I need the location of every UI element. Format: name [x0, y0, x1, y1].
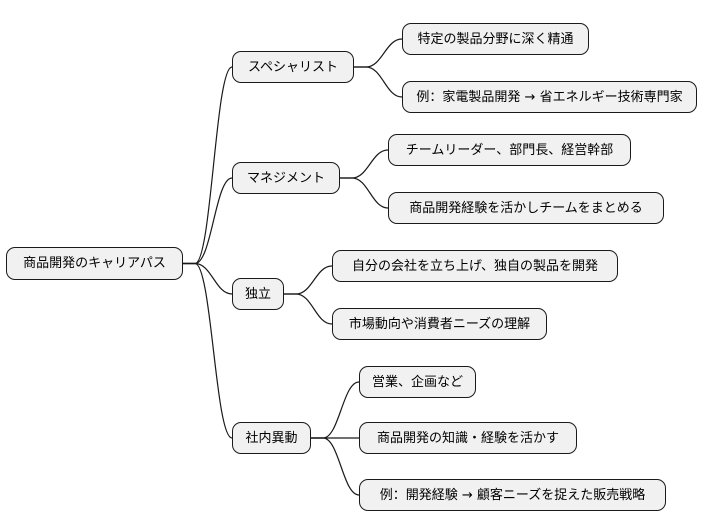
connector-root-to-branch-node-internal-transfer: [183, 262, 233, 439]
connector-branch-node-internal-transfer-to-leaf-node-internal-transfer-3: [311, 437, 360, 496]
leaf-node-internal-transfer-3: 例：開発経験 → 顧客ニーズを捉えた販売戦略: [359, 479, 666, 511]
leaf-node-independence-1: 自分の会社を立ち上げ、独自の製品を開発: [332, 250, 618, 282]
leaf-node-internal-transfer-2: 商品開発の知識・経験を活かす: [359, 422, 577, 454]
branch-node-specialist: スペシャリスト: [232, 51, 354, 83]
leaf-node-management-1: チームリーダー、部門長、経営幹部: [388, 134, 631, 166]
leaf-node-specialist-1: 特定の製品分野に深く精通: [402, 23, 589, 55]
root-node: 商品開発のキャリアパス: [6, 247, 183, 280]
branch-node-internal-transfer: 社内異動: [232, 422, 311, 454]
leaf-node-management-2: 商品開発経験を活かしチームをまとめる: [388, 192, 664, 224]
connector-root-to-branch-node-specialist: [183, 66, 233, 265]
connector-root-to-branch-node-independence: [183, 262, 233, 295]
connector-branch-node-specialist-to-leaf-node-specialist-2: [354, 66, 403, 98]
connector-branch-node-independence-to-leaf-node-independence-1: [284, 265, 333, 295]
connector-branch-node-independence-to-leaf-node-independence-2: [284, 293, 333, 325]
connector-branch-node-internal-transfer-to-leaf-node-internal-transfer-1: [311, 381, 360, 439]
connector-root-to-branch-node-management: [183, 177, 233, 265]
leaf-node-internal-transfer-1: 営業、企画など: [359, 366, 476, 398]
branch-node-management: マネジメント: [232, 162, 340, 194]
connector-branch-node-specialist-to-leaf-node-specialist-1: [354, 38, 403, 68]
connector-branch-node-management-to-leaf-node-management-2: [340, 177, 389, 209]
leaf-node-specialist-2: 例：家電製品開発 → 省エネルギー技術専門家: [402, 81, 697, 113]
branch-node-independence: 独立: [232, 278, 284, 310]
leaf-node-independence-2: 市場動向や消費者ニーズの理解: [332, 308, 547, 340]
connector-branch-node-management-to-leaf-node-management-1: [340, 149, 389, 179]
